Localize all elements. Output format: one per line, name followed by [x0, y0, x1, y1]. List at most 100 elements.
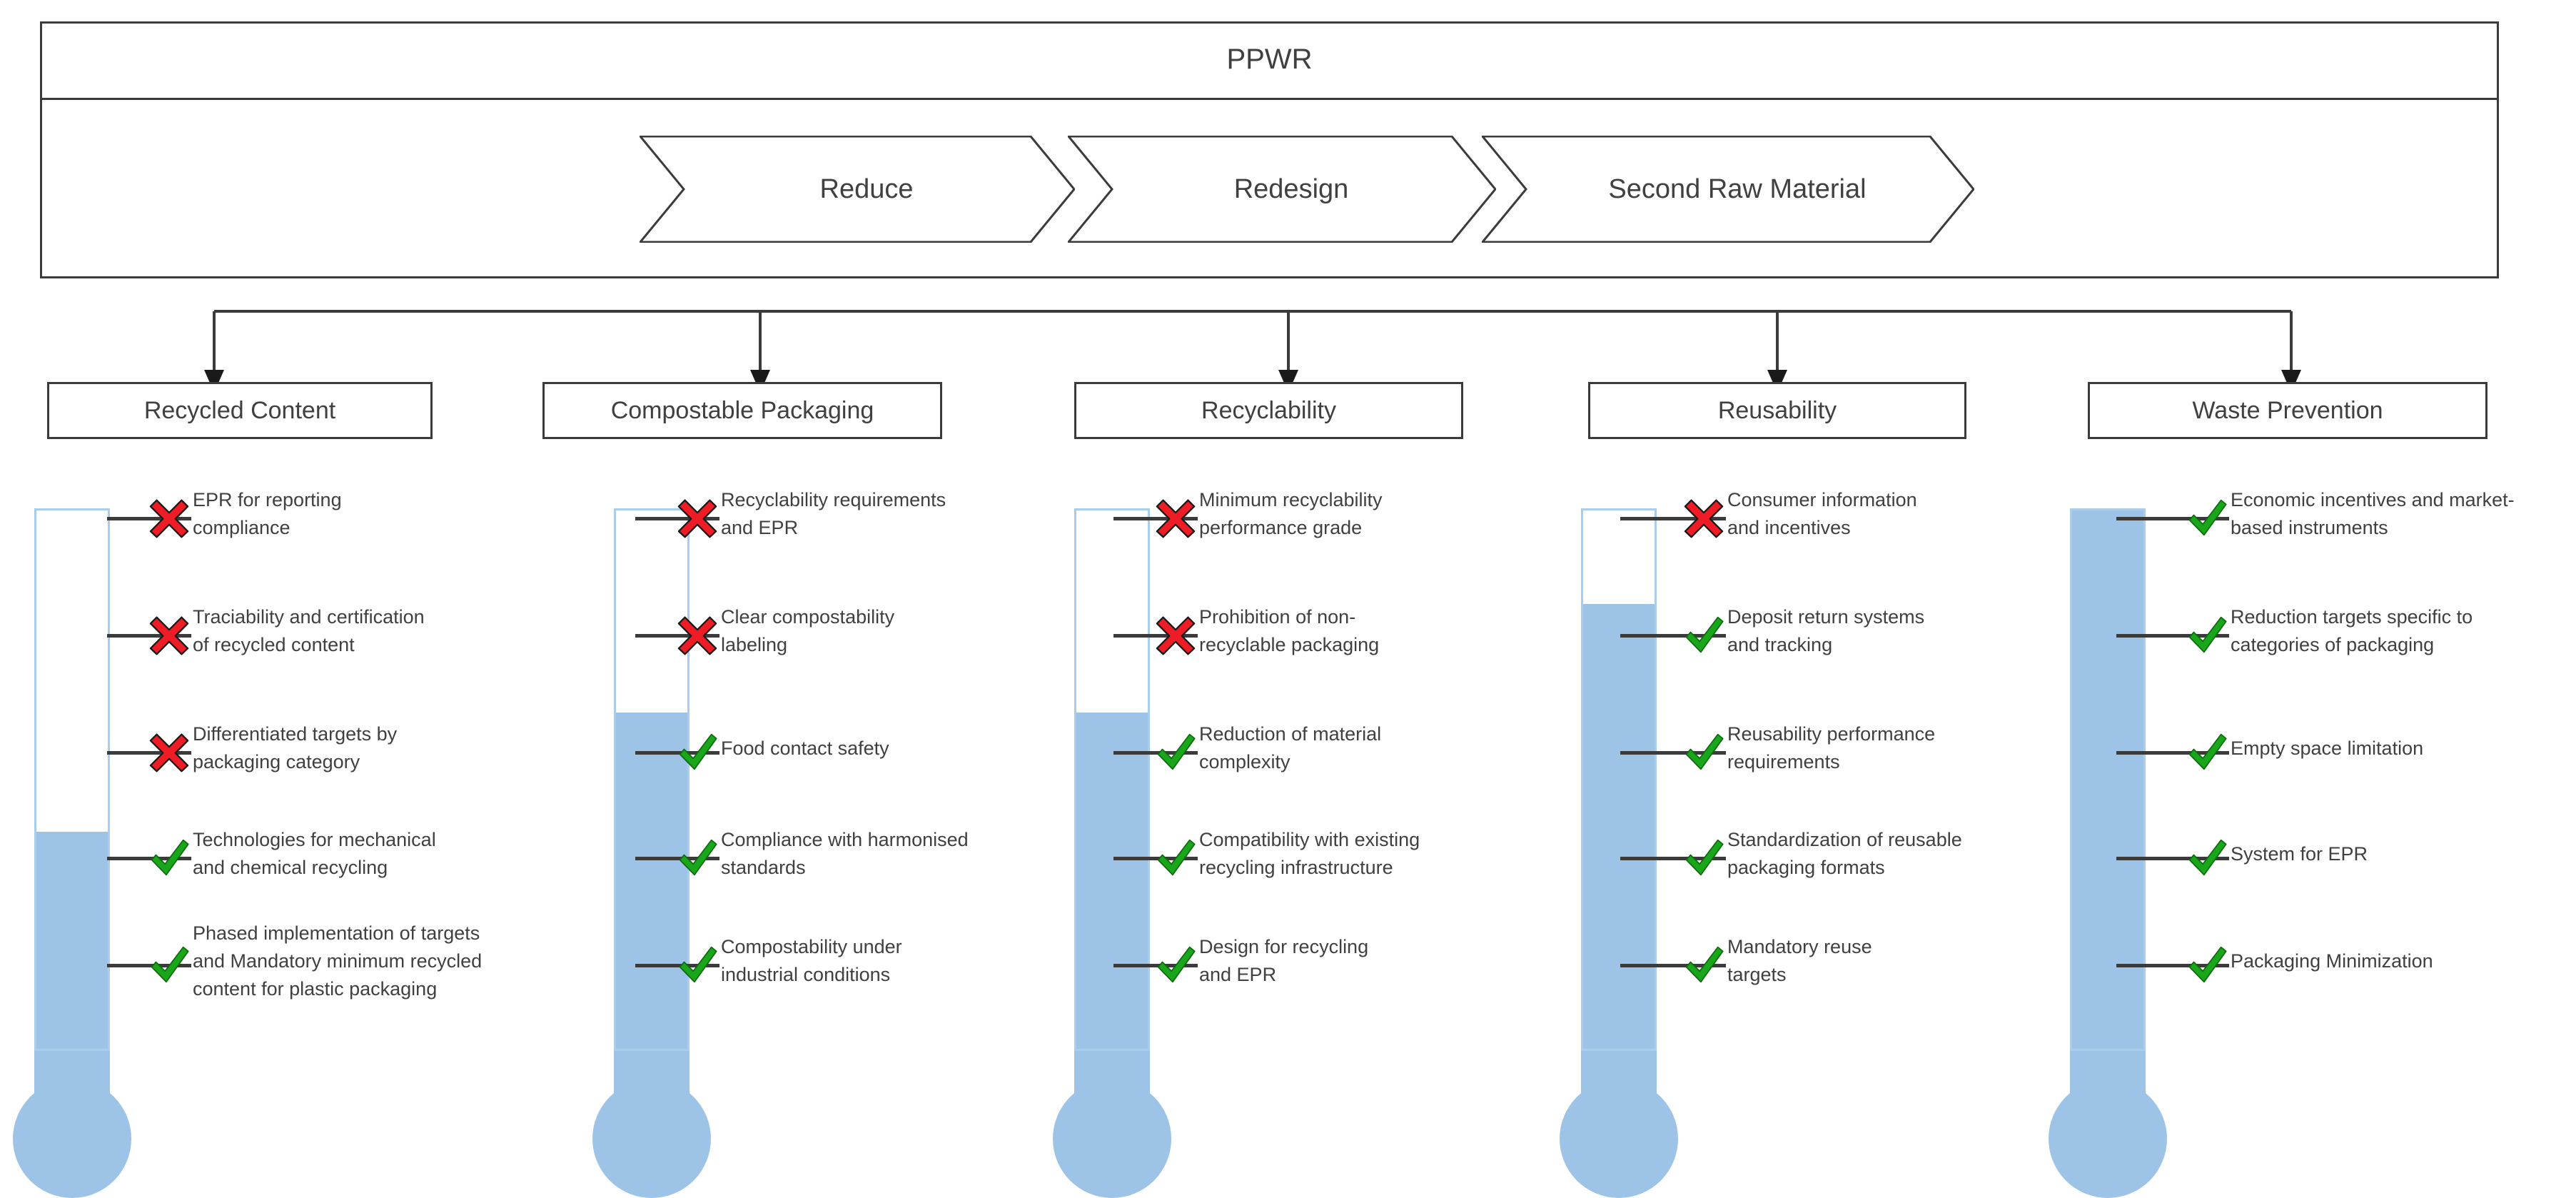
green-check-icon: [2186, 731, 2228, 772]
category-header-2[interactable]: Compostable Packaging: [542, 382, 942, 439]
green-check-icon: [2186, 497, 2228, 538]
green-check-icon: [1155, 731, 1196, 772]
requirement-line: Technologies for mechanical: [193, 829, 436, 850]
tick-leader-line: [107, 634, 191, 638]
thermometer-tube: [2070, 508, 2146, 1051]
requirement-line: Standardization of reusable: [1727, 829, 1962, 850]
tick-leader-line: [1113, 751, 1198, 755]
tick-leader-line: [1620, 751, 1726, 755]
tick-leader-line: [2116, 751, 2229, 755]
requirement-item: Clear compostability labeling: [721, 603, 894, 659]
requirement-item: Deposit return systems and tracking: [1727, 603, 1924, 659]
requirement-line: recyclable packaging: [1199, 634, 1380, 656]
tick-leader-line: [1113, 517, 1198, 520]
stage-chevron-1[interactable]: Reduce: [640, 136, 1075, 243]
requirement-line: and chemical recycling: [193, 857, 388, 879]
requirement-line: and incentives: [1727, 517, 1851, 539]
requirement-line: System for EPR: [2231, 842, 2368, 865]
thermometer-tube: [34, 508, 110, 1051]
requirement-line: compliance: [193, 517, 291, 539]
requirement-line: and tracking: [1727, 634, 1833, 656]
category-header-4[interactable]: Reusability: [1588, 382, 1966, 439]
thermometer-stem: [614, 1049, 690, 1120]
requirement-line: recycling infrastructure: [1199, 857, 1393, 879]
stage-chevron-label: Reduce: [819, 173, 914, 204]
green-check-icon: [2186, 614, 2228, 655]
tick-leader-line: [635, 857, 719, 860]
green-check-icon: [677, 837, 718, 878]
distribution-connectors: [204, 310, 2301, 393]
requirement-line: content for plastic packaging: [193, 977, 438, 1000]
requirement-line: requirements: [1727, 751, 1840, 773]
green-check-icon: [1155, 944, 1196, 985]
requirement-line: Recyclability requirements: [721, 489, 946, 510]
requirement-line: standards: [721, 857, 806, 879]
tick-leader-line: [1113, 964, 1198, 967]
green-check-icon: [2186, 944, 2228, 985]
red-cross-icon: [1155, 614, 1196, 655]
category-title: Compostable Packaging: [610, 396, 874, 424]
requirement-line: Deposit return systems: [1727, 606, 1925, 628]
requirement-line: Empty space limitation: [2231, 737, 2424, 759]
red-cross-icon: [148, 497, 190, 538]
category-header-3[interactable]: Recyclability: [1074, 382, 1463, 439]
green-check-icon: [1683, 614, 1724, 655]
requirement-line: complexity: [1199, 751, 1290, 773]
category-header-5[interactable]: Waste Prevention: [2088, 382, 2487, 439]
requirement-line: Design for recycling: [1199, 936, 1369, 957]
category-header-1[interactable]: Recycled Content: [47, 382, 433, 439]
green-check-icon: [1683, 731, 1724, 772]
green-check-icon: [677, 944, 718, 985]
requirement-line: labeling: [721, 634, 788, 656]
stage-chevron-label: Second Raw Material: [1608, 173, 1867, 204]
red-cross-icon: [148, 731, 190, 772]
requirement-line: and Mandatory minimum recycled: [193, 950, 483, 972]
requirement-item: Recyclability requirements and EPR: [721, 486, 946, 542]
requirement-line: Traciability and certification: [193, 606, 425, 628]
tick-leader-line: [107, 517, 191, 520]
requirement-line: Reduction targets specific to: [2231, 606, 2473, 628]
tick-leader-line: [1620, 857, 1726, 860]
requirement-line: targets: [1727, 964, 1787, 986]
requirement-line: Clear compostability: [721, 606, 895, 628]
category-title: Waste Prevention: [2192, 396, 2383, 424]
thermometer-stem: [2070, 1049, 2146, 1120]
red-cross-icon: [1155, 497, 1196, 538]
stage-chevron-row: Reduce Redesign Second Raw Material: [40, 100, 2499, 278]
thermometer-stem: [1581, 1049, 1657, 1120]
requirement-item: Technologies for mechanical and chemical …: [193, 826, 436, 882]
requirement-line: Minimum recyclability: [1199, 489, 1383, 510]
requirement-item: Prohibition of non-recyclable packaging: [1199, 603, 1379, 659]
tick-leader-line: [635, 751, 719, 755]
red-cross-icon: [1683, 497, 1724, 538]
requirement-line: industrial conditions: [721, 964, 891, 986]
category-title: Recyclability: [1201, 396, 1336, 424]
tick-leader-line: [1620, 517, 1726, 520]
category-title: Recycled Content: [143, 396, 336, 424]
stage-chevron-3[interactable]: Second Raw Material: [1482, 136, 1974, 243]
stage-chevron-2[interactable]: Redesign: [1068, 136, 1496, 243]
requirement-line: Economic incentives and market-: [2231, 489, 2515, 510]
requirement-line: Differentiated targets by: [193, 723, 398, 745]
green-check-icon: [2186, 837, 2228, 878]
thermometer-tube: [614, 508, 690, 1051]
tick-leader-line: [2116, 857, 2229, 860]
tick-leader-line: [2116, 517, 2229, 520]
tick-leader-line: [635, 634, 719, 638]
requirement-item: Food contact safety: [721, 735, 889, 762]
thermometer-fill: [616, 713, 687, 1049]
requirement-line: Packaging Minimization: [2231, 950, 2433, 972]
tick-leader-line: [635, 964, 719, 967]
tick-leader-line: [1113, 634, 1198, 638]
green-check-icon: [148, 944, 190, 985]
requirement-item: System for EPR: [2231, 840, 2368, 868]
requirement-line: and EPR: [721, 517, 799, 539]
thermometer-fill: [36, 832, 108, 1049]
page-title: PPWR: [1226, 44, 1313, 75]
